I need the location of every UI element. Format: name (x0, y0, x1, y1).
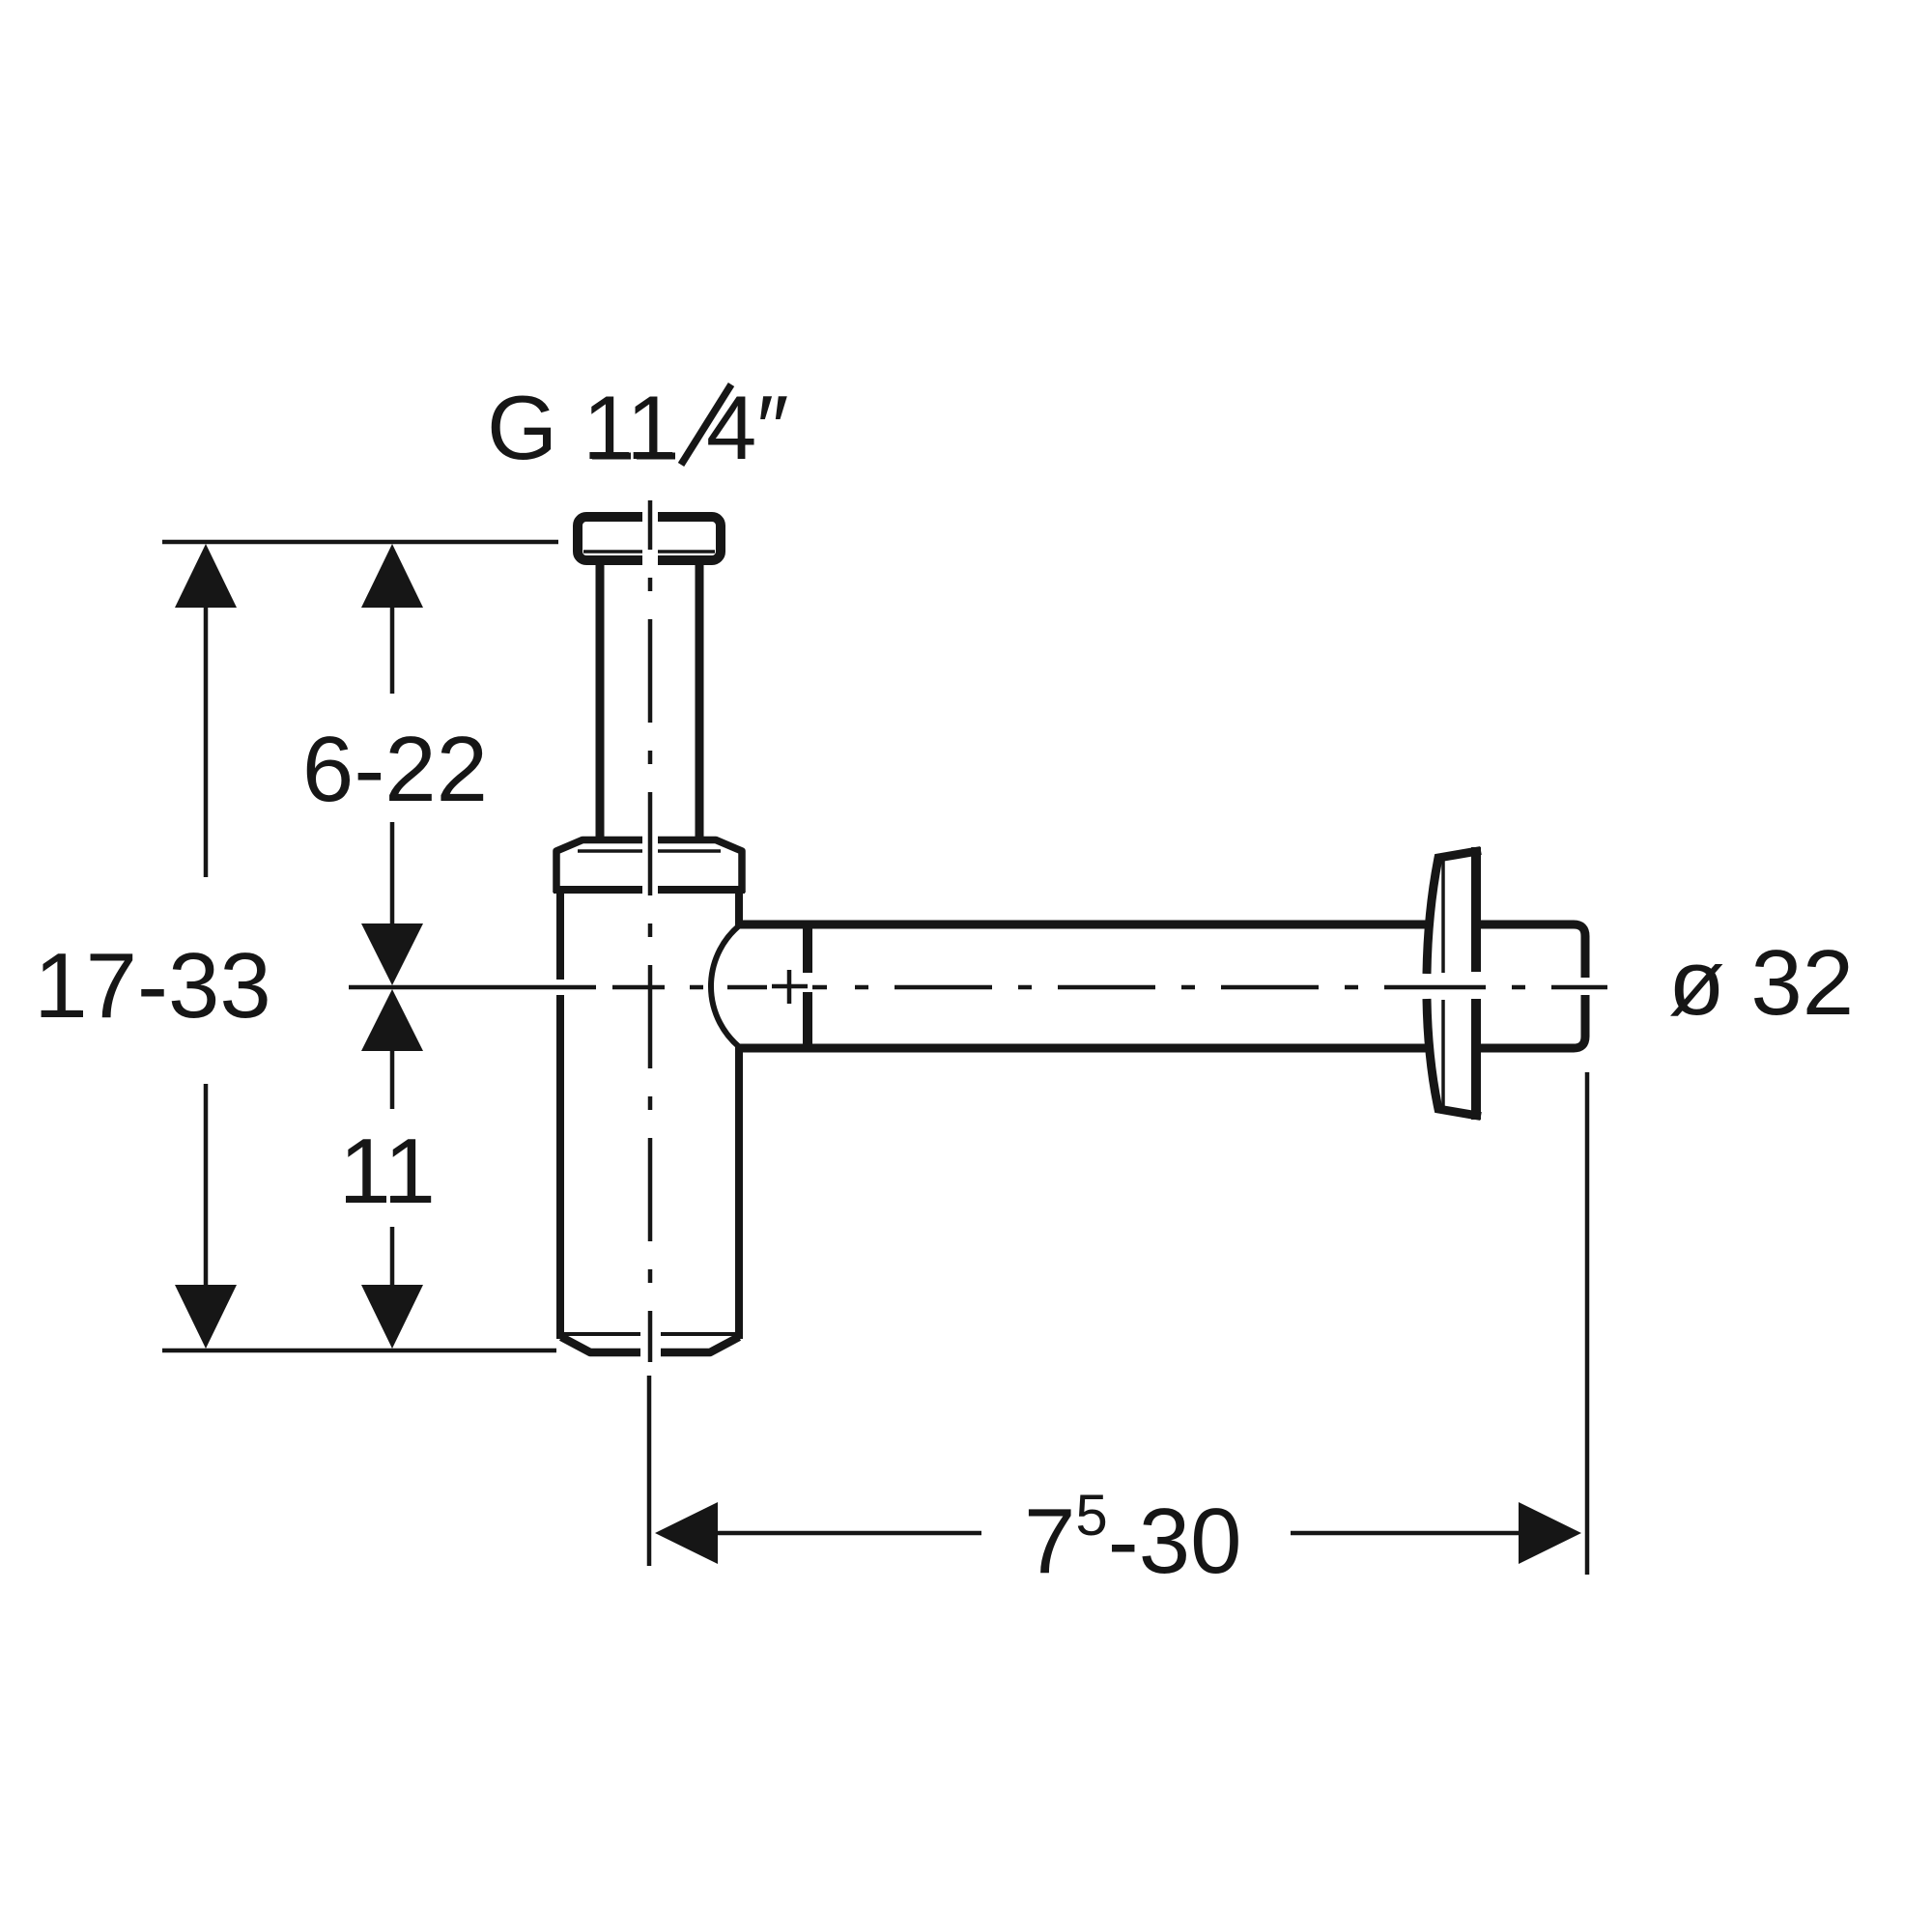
svg-text:ø 32: ø 32 (1668, 931, 1854, 1035)
svg-text:6-22: 6-22 (302, 718, 488, 821)
svg-text:4″: 4″ (706, 377, 789, 478)
svg-text:11: 11 (339, 1120, 436, 1223)
svg-text:17-33: 17-33 (34, 934, 271, 1037)
svg-text:G 11: G 11 (487, 377, 677, 478)
svg-text:75-30: 75-30 (1024, 1483, 1242, 1593)
